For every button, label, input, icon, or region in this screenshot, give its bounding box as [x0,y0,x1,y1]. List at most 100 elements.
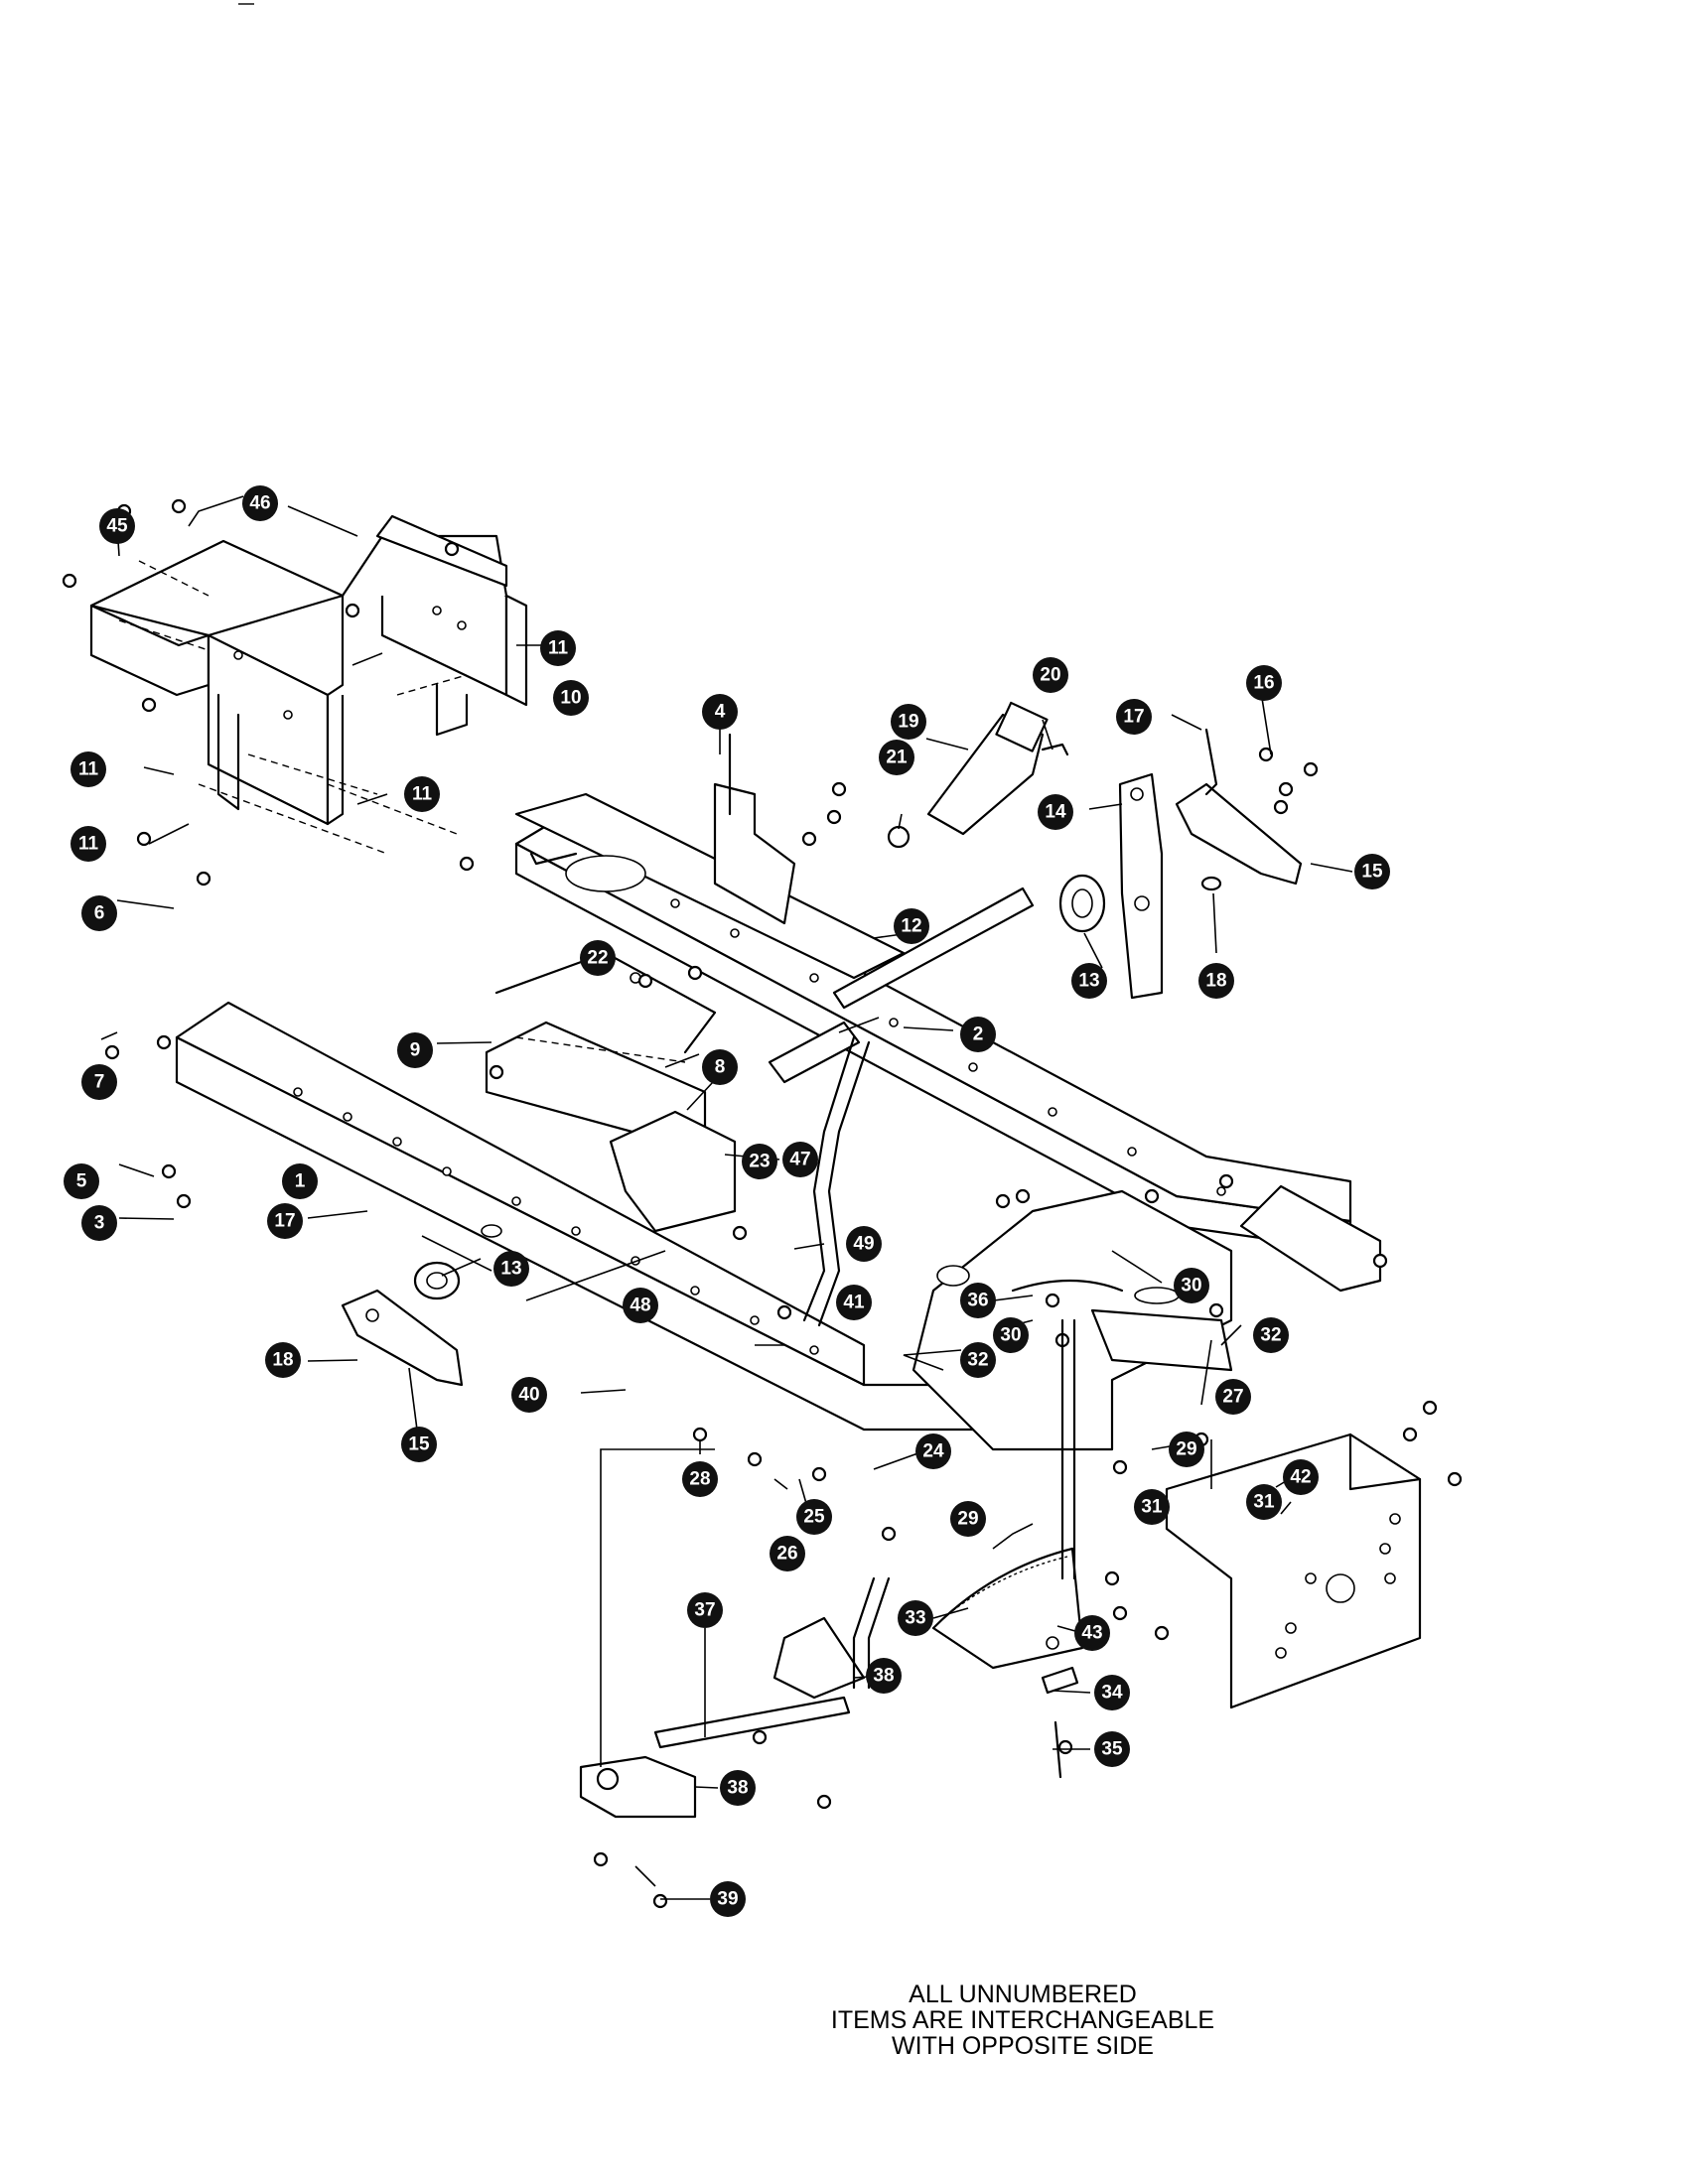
callout-21: 21 [879,740,914,775]
callout-11: 11 [404,776,440,812]
svg-text:30: 30 [1181,1276,1201,1297]
footnote-line: ITEMS ARE INTERCHANGEABLE [830,2006,1215,2034]
footnote-line: WITH OPPOSITE SIDE [892,2032,1154,2060]
front-spindle-left [341,1261,464,1387]
footnote: ALL UNNUMBERED ITEMS ARE INTERCHANGEABLE… [774,1981,1271,2059]
svg-text:32: 32 [1260,1325,1281,1346]
callout-29: 29 [950,1501,986,1537]
svg-text:12: 12 [901,916,921,937]
callout-37: 37 [687,1592,723,1628]
svg-text:15: 15 [1361,862,1383,883]
svg-text:3: 3 [94,1213,105,1234]
svg-text:31: 31 [1253,1492,1275,1513]
brake-pedal-arm [609,1021,871,1327]
svg-text:20: 20 [1040,665,1060,686]
svg-text:40: 40 [518,1385,539,1406]
svg-text:32: 32 [967,1350,988,1371]
callout-33: 33 [898,1600,933,1636]
callout-31: 31 [1246,1484,1282,1520]
leader-lines [100,495,1353,1900]
callout-38: 38 [720,1770,756,1806]
callout-26: 26 [770,1536,805,1571]
svg-text:35: 35 [1101,1739,1123,1760]
callout-38: 38 [866,1658,902,1694]
callout-43: 43 [1074,1615,1110,1651]
callout-14: 14 [1038,794,1073,830]
svg-text:28: 28 [689,1469,710,1490]
callout-24: 24 [915,1433,951,1469]
callout-23: 23 [742,1144,777,1179]
svg-text:16: 16 [1253,673,1274,694]
svg-text:41: 41 [843,1293,865,1313]
svg-text:21: 21 [886,748,908,768]
svg-text:26: 26 [776,1544,797,1565]
svg-text:8: 8 [715,1057,726,1078]
callout-13: 13 [1071,963,1107,999]
gear-sector [931,1547,1084,1670]
svg-text:11: 11 [548,638,569,659]
callout-31: 31 [1134,1489,1170,1525]
callout-6: 6 [81,895,117,931]
rear-bracket-assembly [89,514,528,826]
svg-text:49: 49 [853,1234,874,1255]
svg-text:38: 38 [727,1778,748,1799]
callout-30: 30 [993,1317,1029,1353]
callout-15: 15 [401,1427,437,1462]
svg-text:29: 29 [1176,1439,1196,1460]
svg-text:24: 24 [922,1441,944,1462]
callout-41: 41 [836,1285,872,1320]
callout-12: 12 [894,908,929,944]
svg-text:29: 29 [957,1509,978,1530]
callout-28: 28 [682,1461,718,1497]
callout-10: 10 [553,680,589,716]
callout-25: 25 [796,1499,832,1535]
svg-text:13: 13 [1078,971,1099,992]
svg-text:42: 42 [1290,1467,1311,1488]
callout-16: 16 [1246,665,1282,701]
callout-8: 8 [702,1049,738,1085]
svg-text:11: 11 [78,834,99,855]
callout-42: 42 [1283,1459,1319,1495]
callout-47: 47 [782,1142,818,1177]
svg-text:34: 34 [1101,1683,1123,1704]
cross-member [514,733,906,980]
svg-text:27: 27 [1222,1387,1243,1408]
callout-18: 18 [1198,963,1234,999]
svg-text:33: 33 [905,1608,925,1629]
rear-plate [912,1189,1233,1451]
callout-11: 11 [540,630,576,666]
callout-18: 18 [265,1342,301,1378]
svg-text:30: 30 [1000,1325,1021,1346]
steering-tube [832,874,1106,1010]
callout-46: 46 [242,485,278,521]
svg-text:31: 31 [1141,1497,1163,1518]
svg-text:43: 43 [1081,1623,1102,1644]
svg-text:22: 22 [587,948,608,969]
svg-text:18: 18 [1205,971,1226,992]
callout-1: 1 [282,1163,318,1199]
callout-29: 29 [1169,1432,1204,1467]
callout-32: 32 [1253,1317,1289,1353]
svg-text:37: 37 [694,1600,715,1621]
callout-15: 15 [1354,854,1390,889]
callout-45: 45 [99,508,135,544]
svg-text:9: 9 [410,1040,421,1061]
callout-17: 17 [1116,699,1152,735]
callout-48: 48 [623,1288,658,1323]
svg-text:2: 2 [973,1024,984,1045]
svg-text:13: 13 [500,1259,521,1280]
front-spindle-right [1118,728,1303,1000]
steering-bracket [887,701,1069,849]
svg-text:38: 38 [873,1666,894,1687]
svg-text:11: 11 [78,759,99,780]
callout-39: 39 [710,1881,746,1917]
svg-text:25: 25 [803,1507,825,1528]
svg-text:15: 15 [408,1434,430,1455]
callouts: 45 46 11 10 11 11 11 6 7 4 19 20 21 17 1… [64,485,1390,1917]
callout-2: 2 [960,1017,996,1052]
callout-4: 4 [702,694,738,730]
callout-49: 49 [846,1226,882,1262]
svg-text:47: 47 [789,1150,810,1170]
callout-30: 30 [1174,1268,1209,1303]
